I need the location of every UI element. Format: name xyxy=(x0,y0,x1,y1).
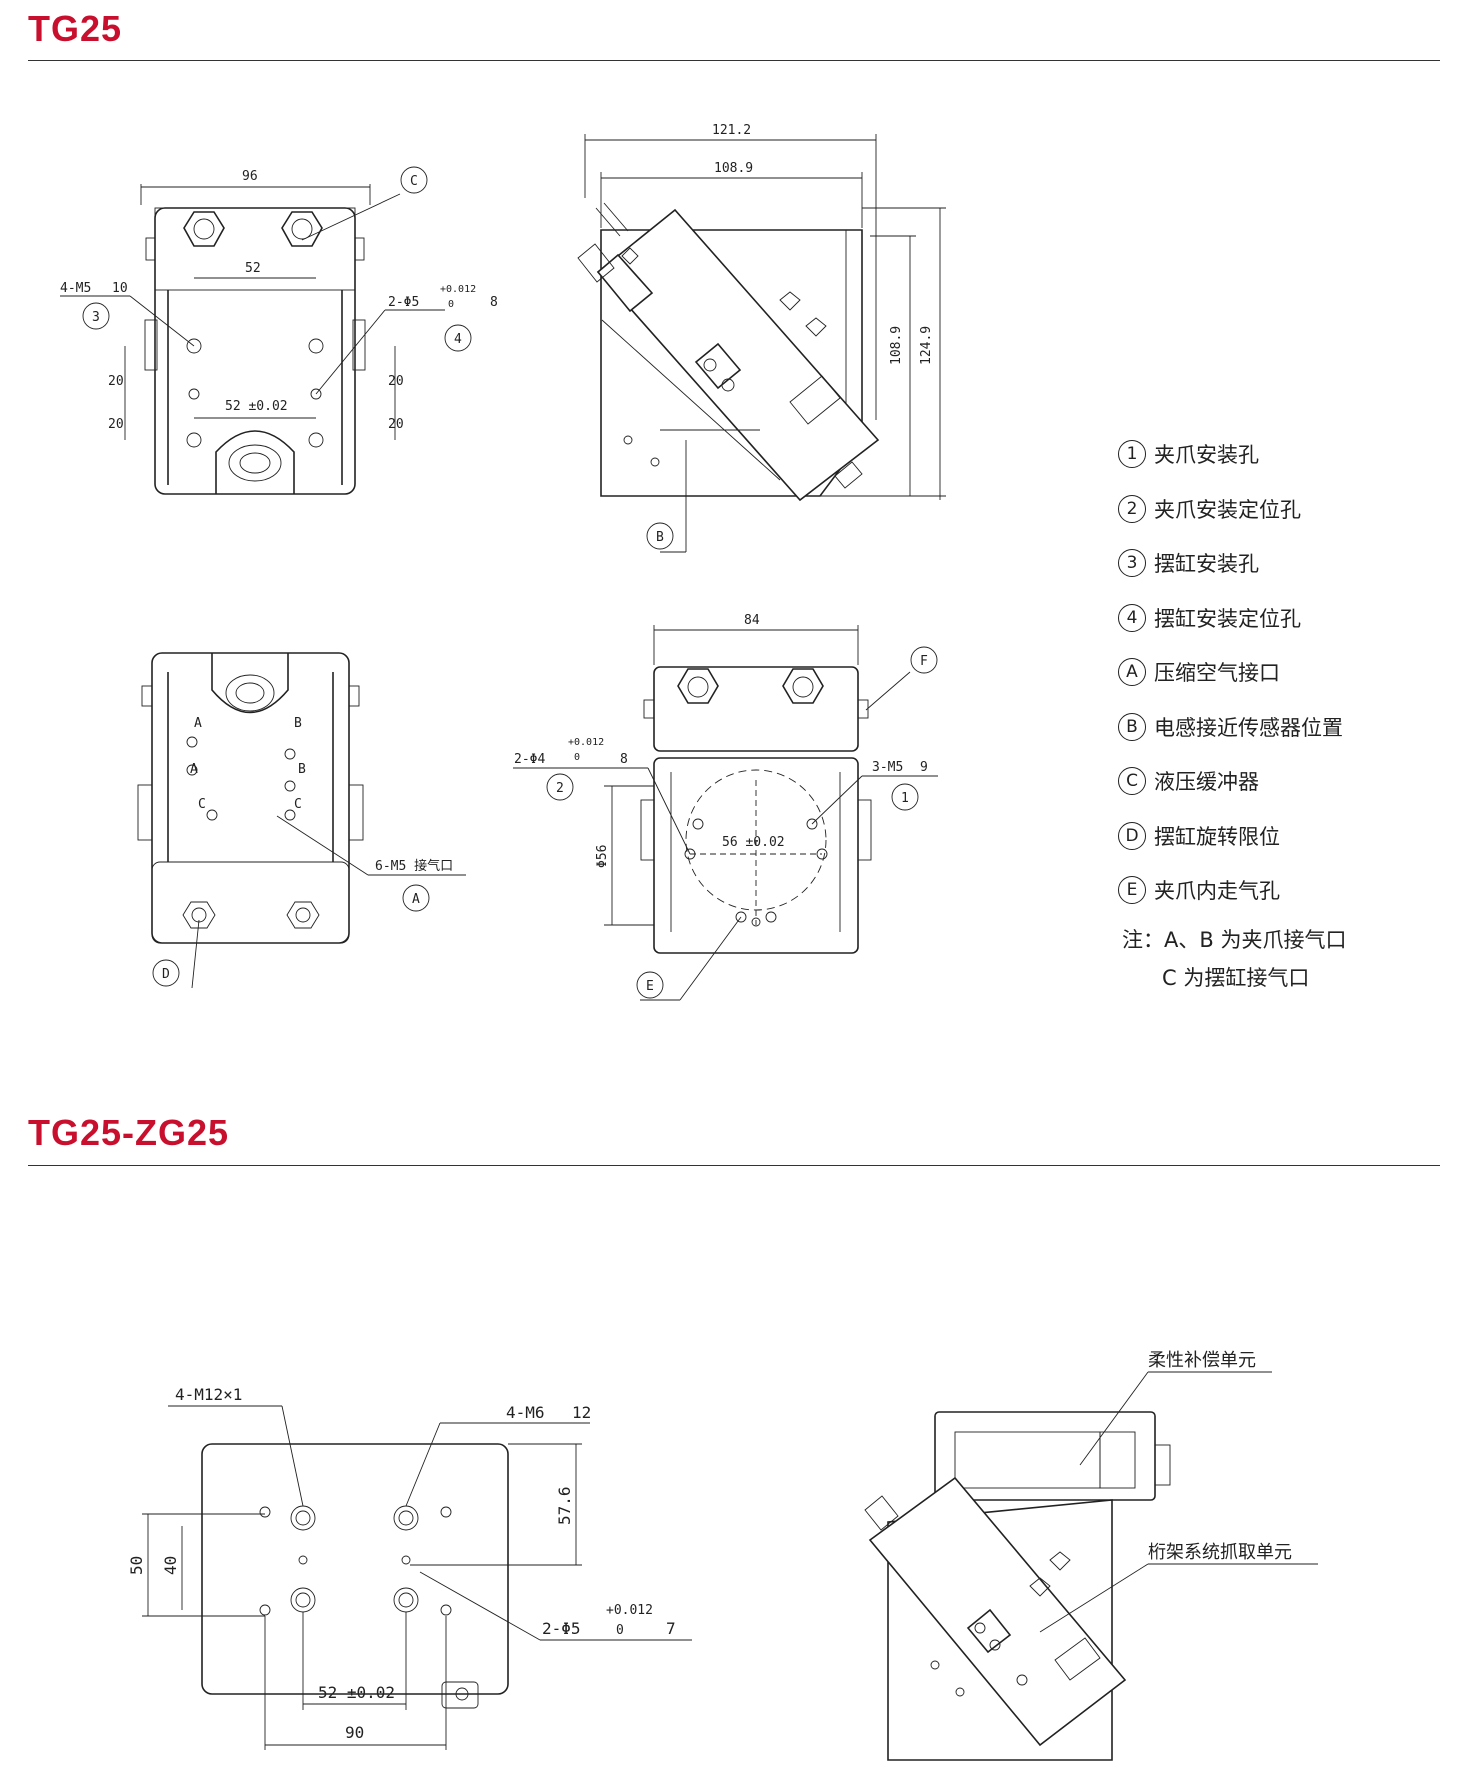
section-rule xyxy=(28,60,1440,61)
tag-a: A xyxy=(412,892,420,907)
legend-key: 4 xyxy=(1118,603,1146,632)
port-label-a: A xyxy=(194,716,202,731)
pin-callout: 2-Φ5 xyxy=(388,295,419,310)
legend-item: 2 夹爪安装定位孔 xyxy=(1118,482,1343,537)
legend-key: E xyxy=(1118,876,1146,905)
legend-label: 液压缓冲器 xyxy=(1154,770,1259,795)
dim-pitch-bottom: 52 ±0.02 xyxy=(225,399,288,414)
dim-40: 40 xyxy=(161,1556,180,1575)
dim-20-right: 20 xyxy=(388,417,404,432)
dim-20-left: 20 xyxy=(108,374,124,389)
dim-pcd: 56 ±0.02 xyxy=(722,835,785,850)
dim-diameter: Φ56 xyxy=(595,845,610,868)
note: 注：A、B 为夹爪接气口 C 为摆缸接气口 xyxy=(1122,921,1346,997)
tag-c: C xyxy=(410,174,418,189)
pin-callout: 2-Φ4 xyxy=(514,752,545,767)
pin-depth: 7 xyxy=(666,1619,676,1638)
dim-20-left: 20 xyxy=(108,417,124,432)
legend-label: 摆缸安装孔 xyxy=(1154,552,1259,577)
legend-key: 1 xyxy=(1118,440,1146,469)
hole-depth: 10 xyxy=(112,281,128,296)
note-line-1: 注：A、B 为夹爪接气口 xyxy=(1122,928,1347,952)
view-zg: 4-M12×1 4-M6 12 2-Φ5 +0.012 0 7 57.6 50 … xyxy=(127,1385,692,1750)
pin-tol-lower: 0 xyxy=(574,752,580,763)
tag-d: D xyxy=(162,967,170,982)
legend-key: C xyxy=(1118,767,1146,796)
tag-1: 1 xyxy=(901,791,909,806)
dim-20-right: 20 xyxy=(388,374,404,389)
legend-label: 电感接近传感器位置 xyxy=(1154,715,1343,740)
section-rule xyxy=(28,1165,1440,1166)
port-callout: 6-M5 接气口 xyxy=(375,858,453,874)
dim-57-6: 57.6 xyxy=(555,1486,574,1525)
legend-key: 3 xyxy=(1118,549,1146,578)
dim-52: 52 ±0.02 xyxy=(318,1683,395,1702)
legend-item: 4 摆缸安装定位孔 xyxy=(1118,591,1343,646)
tag-4: 4 xyxy=(454,332,462,347)
pin-tol-lower: 0 xyxy=(448,299,454,310)
port-label-b: B xyxy=(298,762,306,777)
label-compensation-unit: 柔性补偿单元 xyxy=(1148,1350,1256,1371)
pin-tol-upper: +0.012 xyxy=(440,284,476,295)
tag-3: 3 xyxy=(92,310,100,325)
note-line-2: C 为摆缸接气口 xyxy=(1162,966,1310,990)
legend-key: B xyxy=(1118,712,1146,741)
port-label-b: B xyxy=(294,716,302,731)
pin-tol-upper: +0.012 xyxy=(568,737,604,748)
legend-label: 夹爪内走气孔 xyxy=(1154,879,1280,904)
tag-f: F xyxy=(920,654,928,669)
label-gripper-unit: 桁架系统抓取单元 xyxy=(1148,1542,1292,1563)
dim-width: 96 xyxy=(242,169,258,184)
tag-b: B xyxy=(656,530,664,545)
legend-label: 摆缸安装定位孔 xyxy=(1154,606,1301,631)
legend-label: 夹爪安装孔 xyxy=(1154,443,1259,468)
hole-callout: 3-M5 xyxy=(872,760,903,775)
view-front: 84 56 ±0.02 Φ56 2-Φ4 +0.012 0 8 2 3-M5 9… xyxy=(513,613,938,1001)
dim-len-inner: 108.9 xyxy=(714,161,753,176)
pin-depth: 8 xyxy=(620,752,628,767)
legend-item: C 液压缓冲器 xyxy=(1118,754,1343,809)
port-label-c: C xyxy=(294,797,302,812)
dim-len-outer: 121.2 xyxy=(712,123,751,138)
pin-tol-lower: 0 xyxy=(616,1623,624,1638)
legend-label: 压缩空气接口 xyxy=(1154,661,1280,686)
dim-height-outer: 124.9 xyxy=(919,326,934,365)
section-title-tg25: TG25 xyxy=(28,8,123,49)
view-assembly: 柔性补偿单元 桁架系统抓取单元 xyxy=(864,1350,1318,1761)
view-top-left: 96 52 52 ±0.02 20 20 20 20 4-M5 10 3 2-Φ… xyxy=(60,166,498,495)
dim-width: 84 xyxy=(744,613,760,628)
dim-50: 50 xyxy=(127,1556,146,1575)
hole-callout: 4-M5 xyxy=(60,281,91,296)
section-title-tg25-zg25: TG25-ZG25 xyxy=(28,1112,230,1153)
legend-key: D xyxy=(1118,821,1146,850)
dim-height-inner: 108.9 xyxy=(889,326,904,365)
hole-callout: 4-M6 xyxy=(506,1403,545,1422)
legend-key: 2 xyxy=(1118,494,1146,523)
pin-tol-upper: +0.012 xyxy=(606,1603,653,1618)
legend-item: 1 夹爪安装孔 xyxy=(1118,427,1343,482)
pin-callout: 2-Φ5 xyxy=(542,1619,581,1638)
tag-e: E xyxy=(646,979,654,994)
port-label-a: A xyxy=(190,762,198,777)
legend-item: A 压缩空气接口 xyxy=(1118,645,1343,700)
hole-depth: 9 xyxy=(920,760,928,775)
thread-callout: 4-M12×1 xyxy=(175,1385,242,1404)
legend-item: D 摆缸旋转限位 xyxy=(1118,809,1343,864)
legend-item: B 电感接近传感器位置 xyxy=(1118,700,1343,755)
view-side: 121.2 108.9 108.9 124.9 B xyxy=(577,123,946,553)
legend-label: 夹爪安装定位孔 xyxy=(1154,497,1301,522)
legend-key: A xyxy=(1118,658,1146,687)
dim-pitch-top: 52 xyxy=(245,261,261,276)
port-label-c: C xyxy=(198,797,206,812)
tag-2: 2 xyxy=(556,781,564,796)
legend-item: 3 摆缸安装孔 xyxy=(1118,536,1343,591)
legend-item: E 夹爪内走气孔 xyxy=(1118,863,1343,918)
view-bottom-left: A A B B C C 6-M5 接气口 A D xyxy=(137,652,466,989)
pin-depth: 8 xyxy=(490,295,498,310)
hole-depth: 12 xyxy=(572,1403,591,1422)
legend-label: 摆缸旋转限位 xyxy=(1154,824,1280,849)
dim-90: 90 xyxy=(345,1723,364,1742)
